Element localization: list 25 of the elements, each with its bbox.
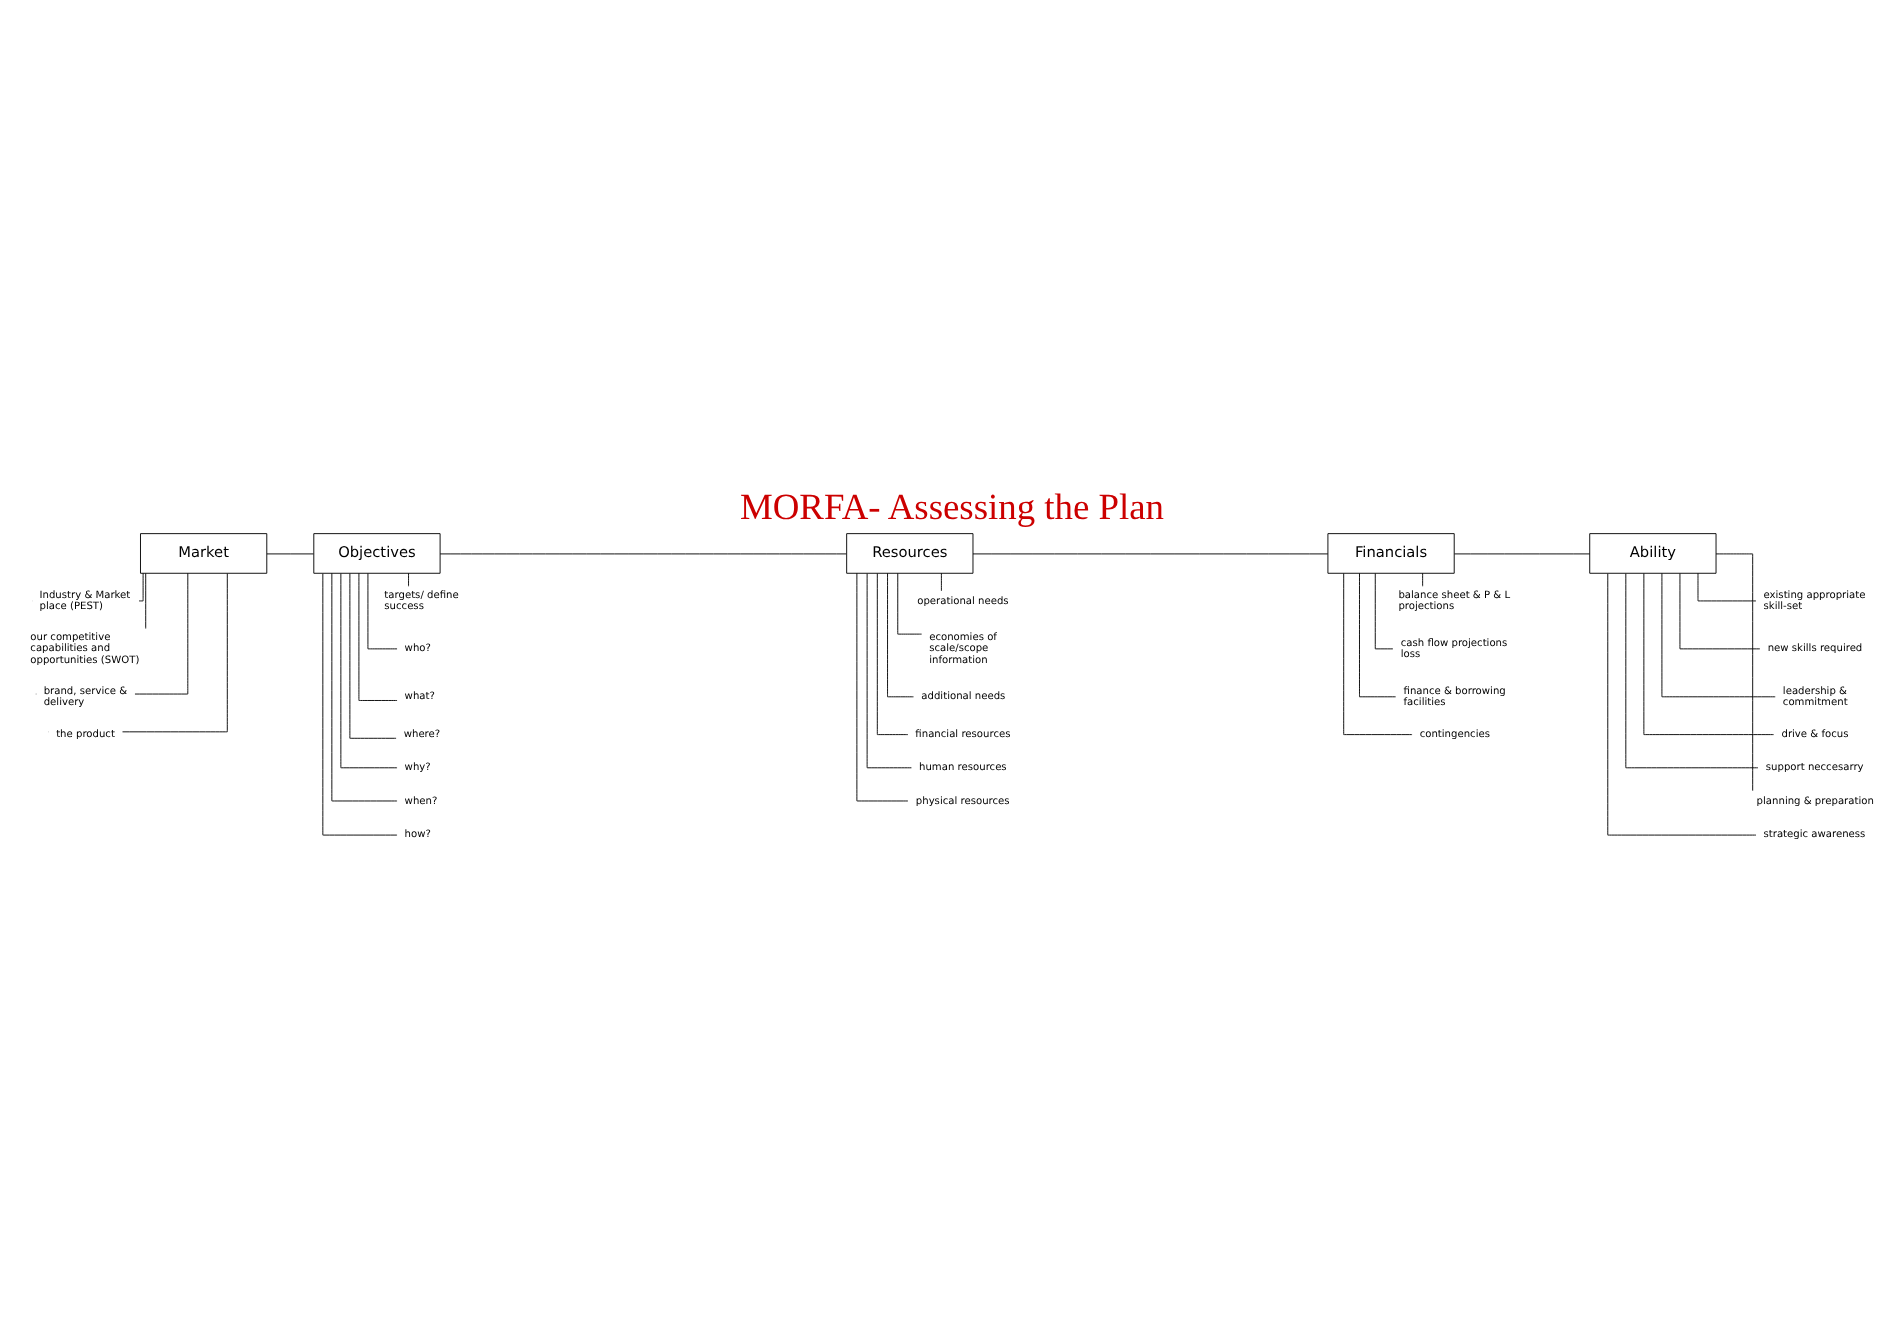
connector — [1454, 553, 1591, 555]
connector — [1607, 573, 1757, 836]
connector — [972, 553, 1329, 555]
connector — [1625, 573, 1759, 769]
connector — [331, 572, 398, 802]
connector — [1359, 572, 1397, 698]
connector — [349, 573, 397, 739]
connector — [897, 572, 923, 635]
connector — [876, 573, 909, 736]
connector — [439, 553, 847, 555]
connector — [1679, 573, 1761, 650]
connector — [866, 573, 913, 769]
diagram-title: MORFA- Assessing the Plan — [739, 486, 1165, 527]
connector — [322, 573, 398, 836]
connector — [1374, 573, 1394, 650]
connector — [1343, 573, 1413, 736]
connector — [1661, 572, 1776, 698]
connector — [340, 573, 398, 769]
connector — [1643, 573, 1775, 736]
connector — [1697, 572, 1757, 602]
connector — [367, 573, 398, 650]
connector — [358, 572, 398, 701]
connector — [887, 572, 914, 698]
connector — [856, 572, 909, 802]
connector — [266, 553, 314, 555]
